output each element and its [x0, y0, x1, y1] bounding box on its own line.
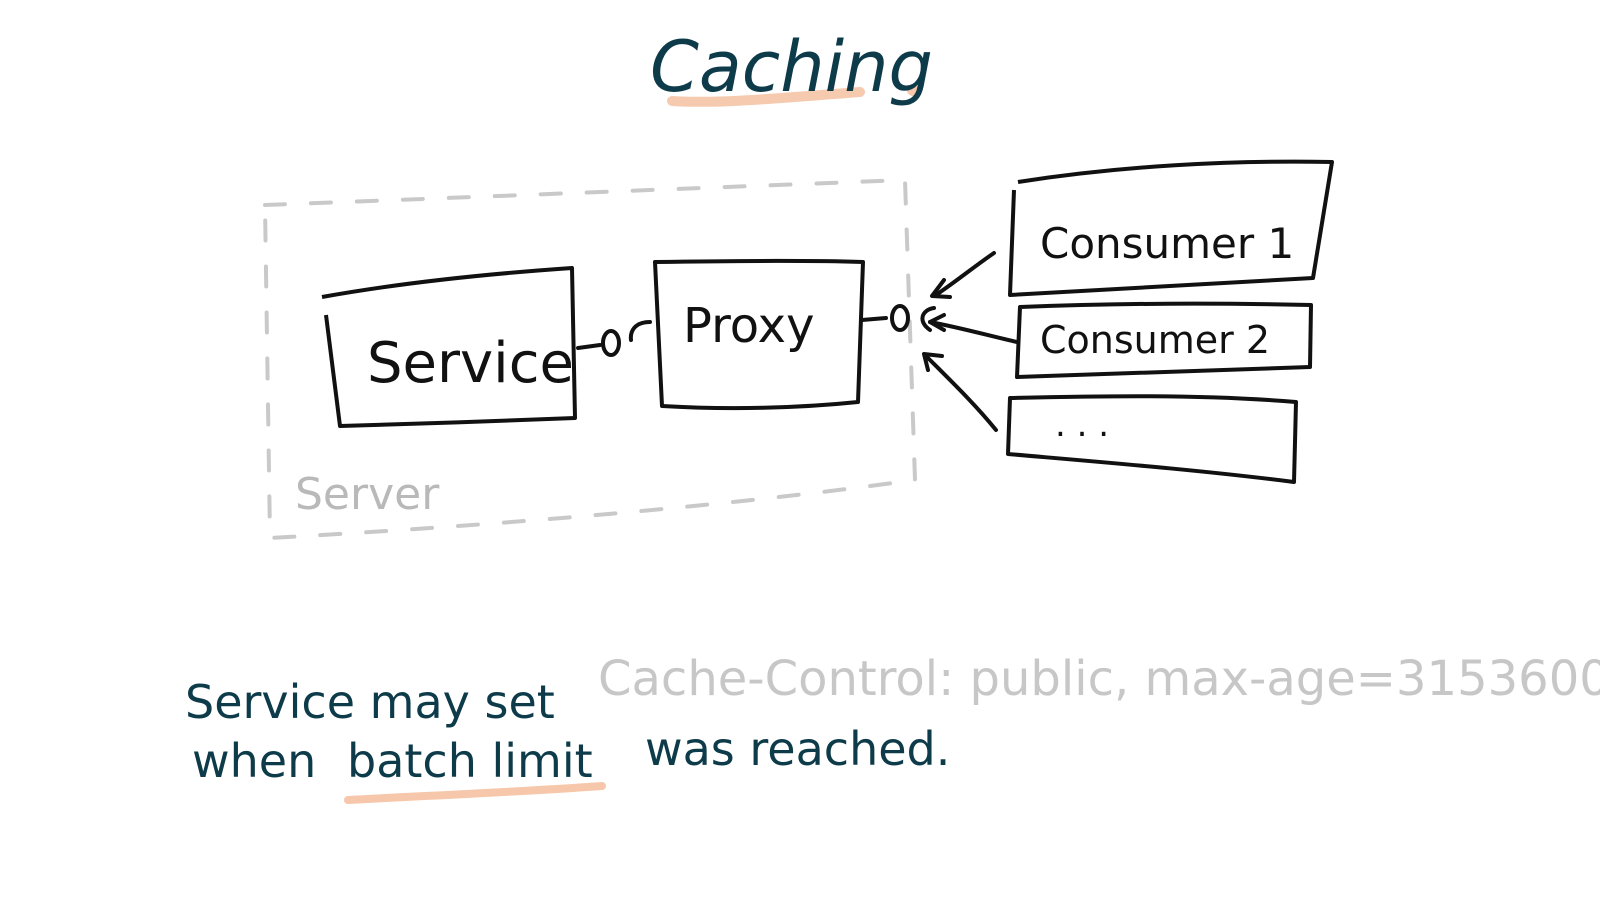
- consumer-2-label: Consumer 2: [1040, 318, 1270, 362]
- title-dot-highlight: [907, 84, 919, 96]
- arrow-from-consumer-2: [928, 320, 1019, 344]
- note-line-2-when: when: [192, 734, 316, 788]
- arrowhead-consumer-2: [928, 313, 946, 332]
- arrowhead-consumer-1: [930, 278, 952, 299]
- batch-limit-highlight: [344, 782, 606, 804]
- consumer-2-node: Consumer 2: [1015, 301, 1313, 379]
- caching-note: Service may set Cache-Control: public, m…: [185, 651, 1600, 804]
- proxy-label: Proxy: [683, 298, 814, 354]
- note-line-2-suffix: was reached.: [645, 722, 950, 776]
- service-label: Service: [367, 331, 574, 396]
- service-proxy-connector: [576, 320, 652, 357]
- title-underline-highlight: [667, 87, 865, 107]
- title-group: Caching: [650, 26, 933, 108]
- proxy-node: Proxy: [653, 258, 865, 411]
- arrow-from-consumer-1: [934, 251, 996, 297]
- consumer-more-label: . . .: [1055, 405, 1109, 445]
- consumer-1-label: Consumer 1: [1040, 219, 1294, 268]
- page-title: Caching: [650, 26, 933, 108]
- server-label: Server: [295, 469, 440, 520]
- consumer-arrows: [922, 251, 1019, 432]
- service-node: Service: [321, 266, 577, 428]
- note-line-1-prefix: Service may set: [185, 675, 555, 729]
- note-line-2-emphasis: batch limit: [347, 734, 593, 788]
- consumer-1-node: Consumer 1: [1008, 159, 1334, 297]
- arrow-from-more-consumers: [923, 353, 998, 432]
- arrowhead-more-consumers: [922, 352, 944, 372]
- server-boundary: Server: [263, 178, 917, 540]
- consumer-more-node: . . .: [1006, 394, 1298, 484]
- cache-control-header-value: Cache-Control: public, max-age=31536000: [598, 651, 1600, 707]
- proxy-interface-connector: [860, 304, 936, 332]
